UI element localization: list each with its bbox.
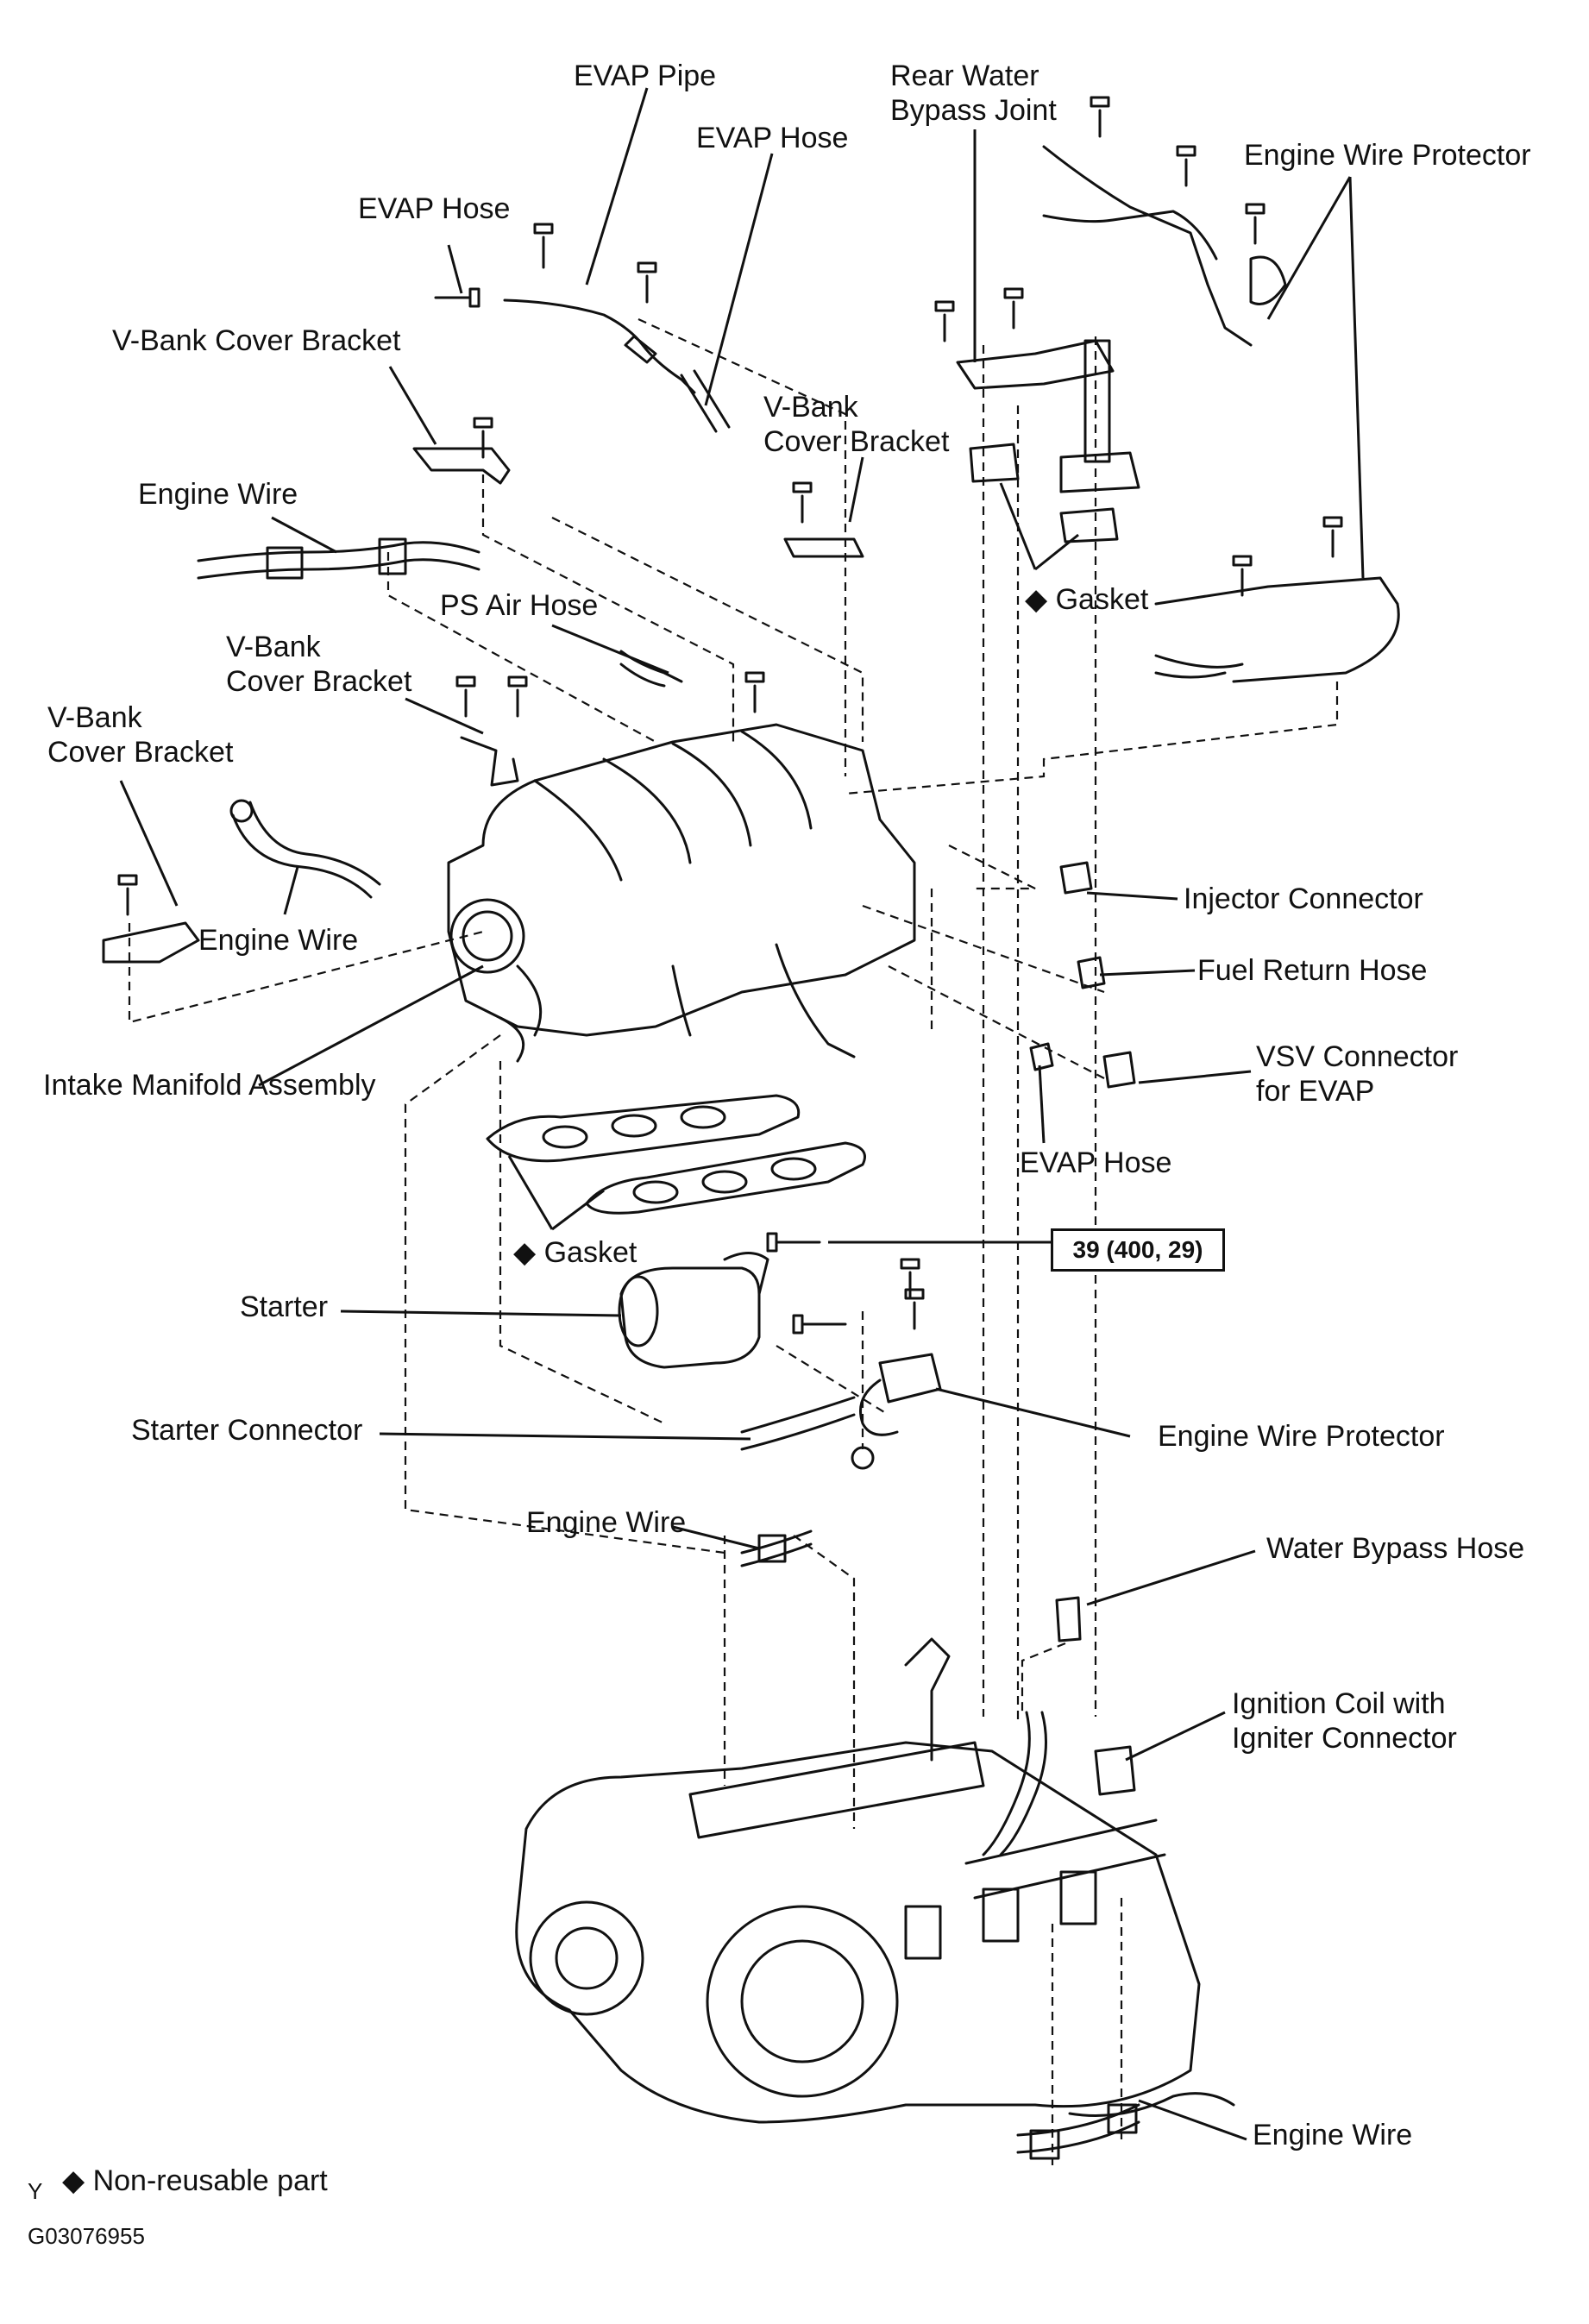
label-intake-manifold-assembly: Intake Manifold Assembly [43, 1069, 376, 1102]
torque-spec-box: 39 (400, 29) [1051, 1228, 1225, 1272]
label-evap-pipe: EVAP Pipe [574, 60, 717, 92]
label-evap-hose-top: EVAP Hose [696, 122, 849, 154]
label-evap-hose-bottom: EVAP Hose [1020, 1146, 1172, 1179]
label-injector-connector: Injector Connector [1184, 882, 1423, 915]
label-engine-wire-2: Engine Wire [198, 924, 359, 957]
label-ps-air-hose: PS Air Hose [440, 589, 599, 622]
legend-non-reusable-part: ◆ Non-reusable part [62, 2164, 328, 2197]
label-vbank-cover-bracket-3: V-Bank Cover Bracket [226, 631, 412, 698]
label-vsv-connector-for-evap: VSV Connector for EVAP [1256, 1040, 1459, 1108]
label-vbank-cover-bracket-2: V-Bank Cover Bracket [763, 391, 950, 458]
label-rear-water-bypass-joint: Rear Water Bypass Joint [890, 60, 1057, 127]
label-engine-wire-4: Engine Wire [1253, 2119, 1413, 2151]
legend-marker: Y [28, 2178, 43, 2204]
label-vbank-cover-bracket-1: V-Bank Cover Bracket [112, 324, 401, 357]
label-gasket-mid: ◆ Gasket [513, 1236, 637, 1269]
label-water-bypass-hose: Water Bypass Hose [1266, 1532, 1525, 1565]
label-engine-wire-protector-top: Engine Wire Protector [1244, 139, 1531, 172]
label-evap-hose-left: EVAP Hose [358, 192, 511, 225]
label-starter-connector: Starter Connector [131, 1414, 363, 1447]
label-vbank-cover-bracket-4: V-Bank Cover Bracket [47, 701, 234, 769]
label-engine-wire-1: Engine Wire [138, 478, 298, 511]
label-fuel-return-hose: Fuel Return Hose [1197, 954, 1428, 987]
label-starter: Starter [240, 1291, 329, 1323]
label-ignition-coil-with-igniter-connector: Ignition Coil with Igniter Connector [1232, 1687, 1457, 1755]
figure-id: G03076955 [28, 2223, 145, 2249]
label-engine-wire-protector-mid: Engine Wire Protector [1158, 1420, 1445, 1453]
label-gasket-top: ◆ Gasket [1025, 583, 1149, 616]
label-engine-wire-3: Engine Wire [526, 1506, 687, 1539]
